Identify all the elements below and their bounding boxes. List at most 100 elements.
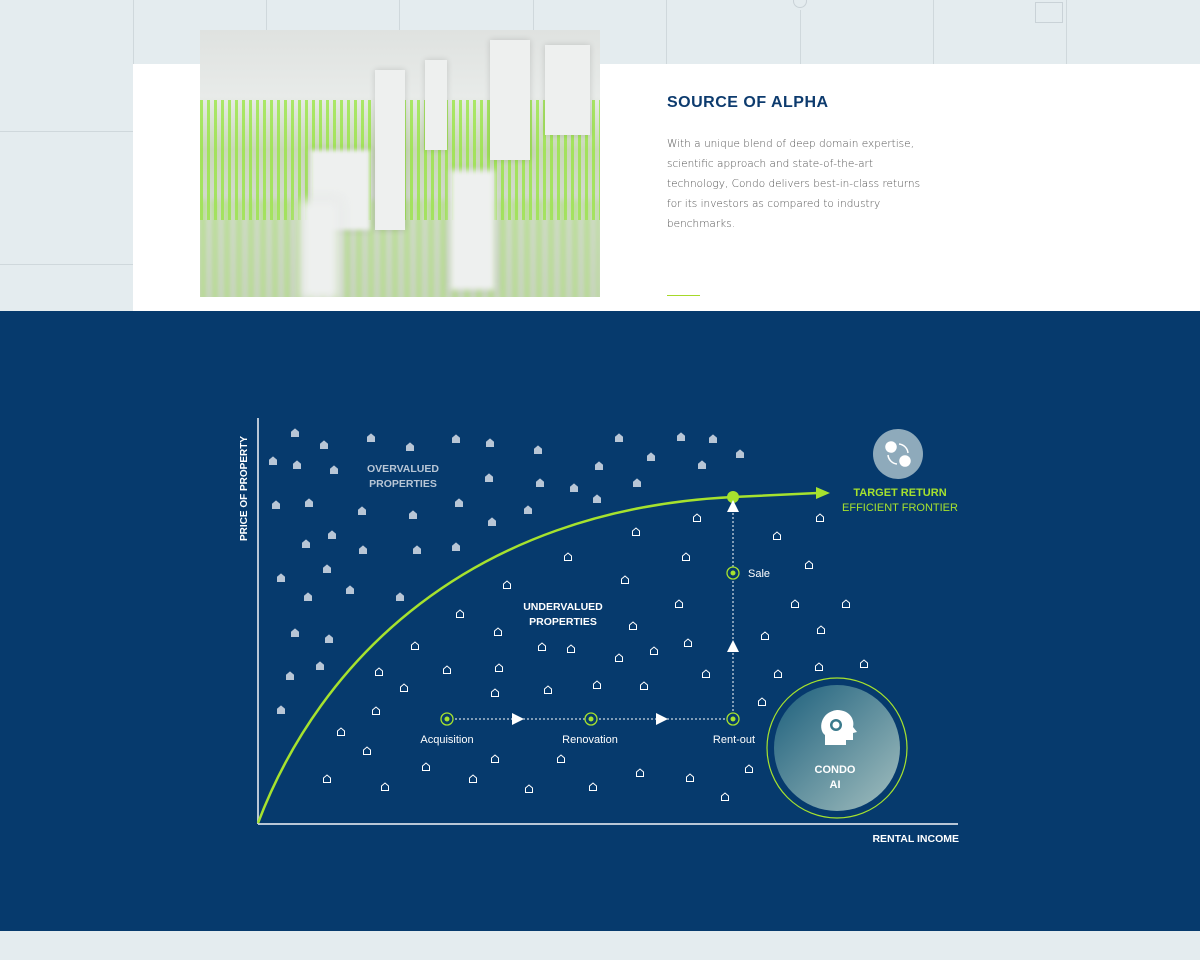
overvalued-house-icon xyxy=(647,452,655,461)
undervalued-house-icon xyxy=(593,680,601,689)
efficient-frontier-curve xyxy=(256,491,819,824)
condo-ai-badge xyxy=(774,685,900,811)
undervalued-house-icon xyxy=(693,513,701,522)
undervalued-house-icon xyxy=(629,621,637,630)
overvalued-house-icon xyxy=(455,498,463,507)
overvalued-house-icon xyxy=(277,705,285,714)
grid-line xyxy=(666,0,667,64)
overvalued-house-icon xyxy=(413,545,421,554)
frontier-arrowhead xyxy=(816,487,830,499)
undervalued-house-icon xyxy=(469,774,477,783)
overvalued-house-icon xyxy=(346,585,354,594)
undervalued-house-icon xyxy=(745,764,753,773)
overvalued-house-icon xyxy=(595,461,603,470)
accent-divider xyxy=(667,295,700,296)
undervalued-house-icon xyxy=(684,638,692,647)
undervalued-house-icon xyxy=(400,683,408,692)
target-return-badge xyxy=(873,429,923,479)
undervalued-house-icon xyxy=(503,580,511,589)
overvalued-label: OVERVALUED xyxy=(367,463,439,475)
undervalued-house-icon xyxy=(589,782,597,791)
overvalued-house-icon xyxy=(359,545,367,554)
overvalued-house-icon xyxy=(277,573,285,582)
undervalued-house-icon xyxy=(615,653,623,662)
undervalued-house-icon xyxy=(491,688,499,697)
grid-line xyxy=(0,264,133,265)
overvalued-house-icon xyxy=(272,500,280,509)
ai-head-icon xyxy=(821,710,857,745)
grid-line xyxy=(133,0,134,64)
overvalued-house-icon xyxy=(367,433,375,442)
undervalued-house-icon xyxy=(686,773,694,782)
undervalued-house-icon xyxy=(443,665,451,674)
sale-label: Sale xyxy=(748,568,770,580)
grid-line xyxy=(933,0,934,64)
chart-icon xyxy=(1035,2,1063,23)
undervalued-house-icon xyxy=(538,642,546,651)
overvalued-house-icon xyxy=(293,460,301,469)
overvalued-house-icon xyxy=(358,506,366,515)
overvalued-label: PROPERTIES xyxy=(369,478,437,490)
undervalued-house-icon xyxy=(842,599,850,608)
rent-out-label: Rent-out xyxy=(713,734,755,746)
overvalued-house-icon xyxy=(302,539,310,548)
overvalued-house-icon xyxy=(320,440,328,449)
overvalued-house-icon xyxy=(316,661,324,670)
undervalued-house-icon xyxy=(557,754,565,763)
undervalued-house-icon xyxy=(816,513,824,522)
condo-ai-label: CONDO xyxy=(815,764,856,776)
overvalued-house-icon xyxy=(325,634,333,643)
undervalued-house-icon xyxy=(682,552,690,561)
arrow-icon xyxy=(512,713,524,725)
section-title: SOURCE OF ALPHA xyxy=(667,94,829,111)
arrow-icon xyxy=(727,640,739,652)
undervalued-house-icon xyxy=(640,681,648,690)
y-axis-label: PRICE OF PROPERTY xyxy=(239,436,250,541)
undervalued-house-icon xyxy=(774,669,782,678)
undervalued-house-icon xyxy=(860,659,868,668)
grid-line xyxy=(800,10,801,74)
undervalued-house-icon xyxy=(381,782,389,791)
condo-ai-ring xyxy=(766,677,908,819)
overvalued-house-icon xyxy=(291,628,299,637)
overvalued-house-icon xyxy=(409,510,417,519)
target-return-label: TARGET RETURN xyxy=(853,487,946,499)
currency-exchange-icon xyxy=(885,441,911,467)
renovation-label: Renovation xyxy=(562,734,618,746)
undervalued-house-icon xyxy=(817,625,825,634)
overvalued-house-icon xyxy=(698,460,706,469)
overvalued-house-icon xyxy=(615,433,623,442)
overvalued-house-icon xyxy=(524,505,532,514)
undervalued-house-icon xyxy=(815,662,823,671)
overvalued-house-icon xyxy=(269,456,277,465)
overvalued-house-icon xyxy=(488,517,496,526)
undervalued-house-icon xyxy=(773,531,781,540)
overvalued-house-icon xyxy=(633,478,641,487)
undervalued-house-icon xyxy=(621,575,629,584)
undervalued-label: UNDERVALUED xyxy=(523,601,603,613)
undervalued-house-icon xyxy=(495,663,503,672)
undervalued-house-icon xyxy=(805,560,813,569)
overvalued-house-icon xyxy=(534,445,542,454)
undervalued-house-icon xyxy=(491,754,499,763)
arrow-icon xyxy=(656,713,668,725)
condo-ai-label: AI xyxy=(830,779,841,791)
overvalued-house-icon xyxy=(323,564,331,573)
undervalued-house-icon xyxy=(411,641,419,650)
undervalued-house-icon xyxy=(636,768,644,777)
overvalued-house-icon xyxy=(304,592,312,601)
undervalued-house-icon xyxy=(721,792,729,801)
overvalued-house-icon xyxy=(406,442,414,451)
grid-line xyxy=(1066,0,1067,64)
undervalued-house-icon xyxy=(544,685,552,694)
overvalued-house-icon xyxy=(452,542,460,551)
grid-line xyxy=(0,131,133,132)
overvalued-house-icon xyxy=(570,483,578,492)
overvalued-house-icon xyxy=(593,494,601,503)
undervalued-house-icon xyxy=(632,527,640,536)
undervalued-house-icon xyxy=(675,599,683,608)
overvalued-house-icon xyxy=(330,465,338,474)
undervalued-house-icon xyxy=(758,697,766,706)
undervalued-house-icon xyxy=(702,669,710,678)
